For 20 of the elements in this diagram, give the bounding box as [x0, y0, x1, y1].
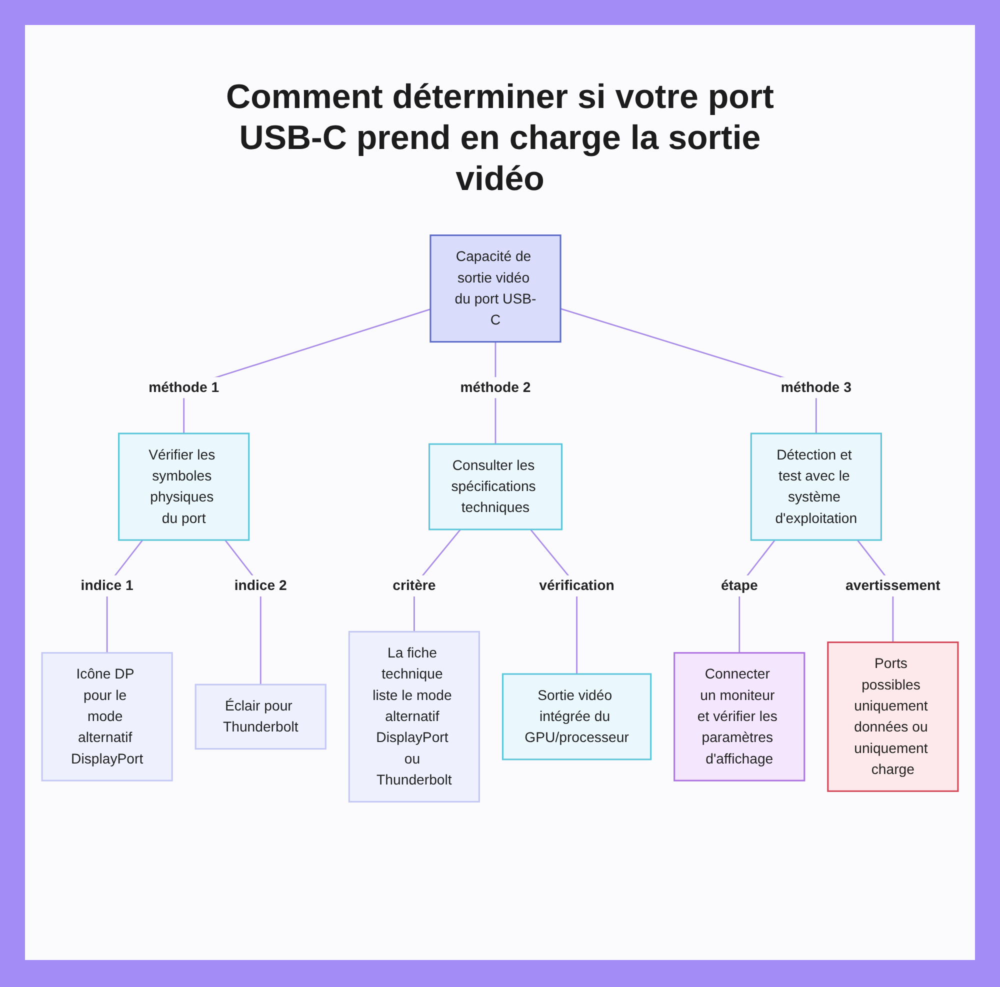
node-box: Ports possibles uniquement données ou uniquement charge	[827, 642, 959, 792]
edge-label: méthode 2	[460, 380, 531, 396]
edge-label: avertissement	[846, 578, 940, 594]
node-box: Icône DP pour le mode alternatif DisplayPort	[41, 652, 173, 782]
node-box: Connecter un moniteur et vérifier les paramètres d'affichage	[674, 652, 806, 782]
edge-label: méthode 3	[780, 380, 852, 396]
node-box: Vérifier les symboles physiques du port	[118, 433, 250, 542]
edge-label: vérification	[539, 578, 614, 594]
edge-label: indice 1	[80, 578, 134, 594]
edge-label: étape	[720, 578, 758, 594]
diagram-title: Comment déterminer si votre port USB-C prend en charge la sortie vidéo	[225, 77, 775, 200]
edge-label: indice 2	[234, 578, 287, 594]
node-box: Sortie vidéo intégrée du GPU/processeur	[502, 674, 652, 761]
node-box: La fiche technique liste le mode alternatif DisplayPort ou Thunderbolt	[348, 631, 480, 803]
node-box: Consulter les spécifications techniques	[428, 444, 562, 531]
node-box: Éclair pour Thunderbolt	[194, 684, 326, 750]
node-box: Détection et test avec le système d'exploitation	[750, 433, 882, 542]
node-box: Capacité de sortie vidéo du port USB-C	[430, 234, 562, 343]
edge-label: critère	[392, 578, 436, 594]
edge-label: méthode 1	[148, 380, 220, 396]
